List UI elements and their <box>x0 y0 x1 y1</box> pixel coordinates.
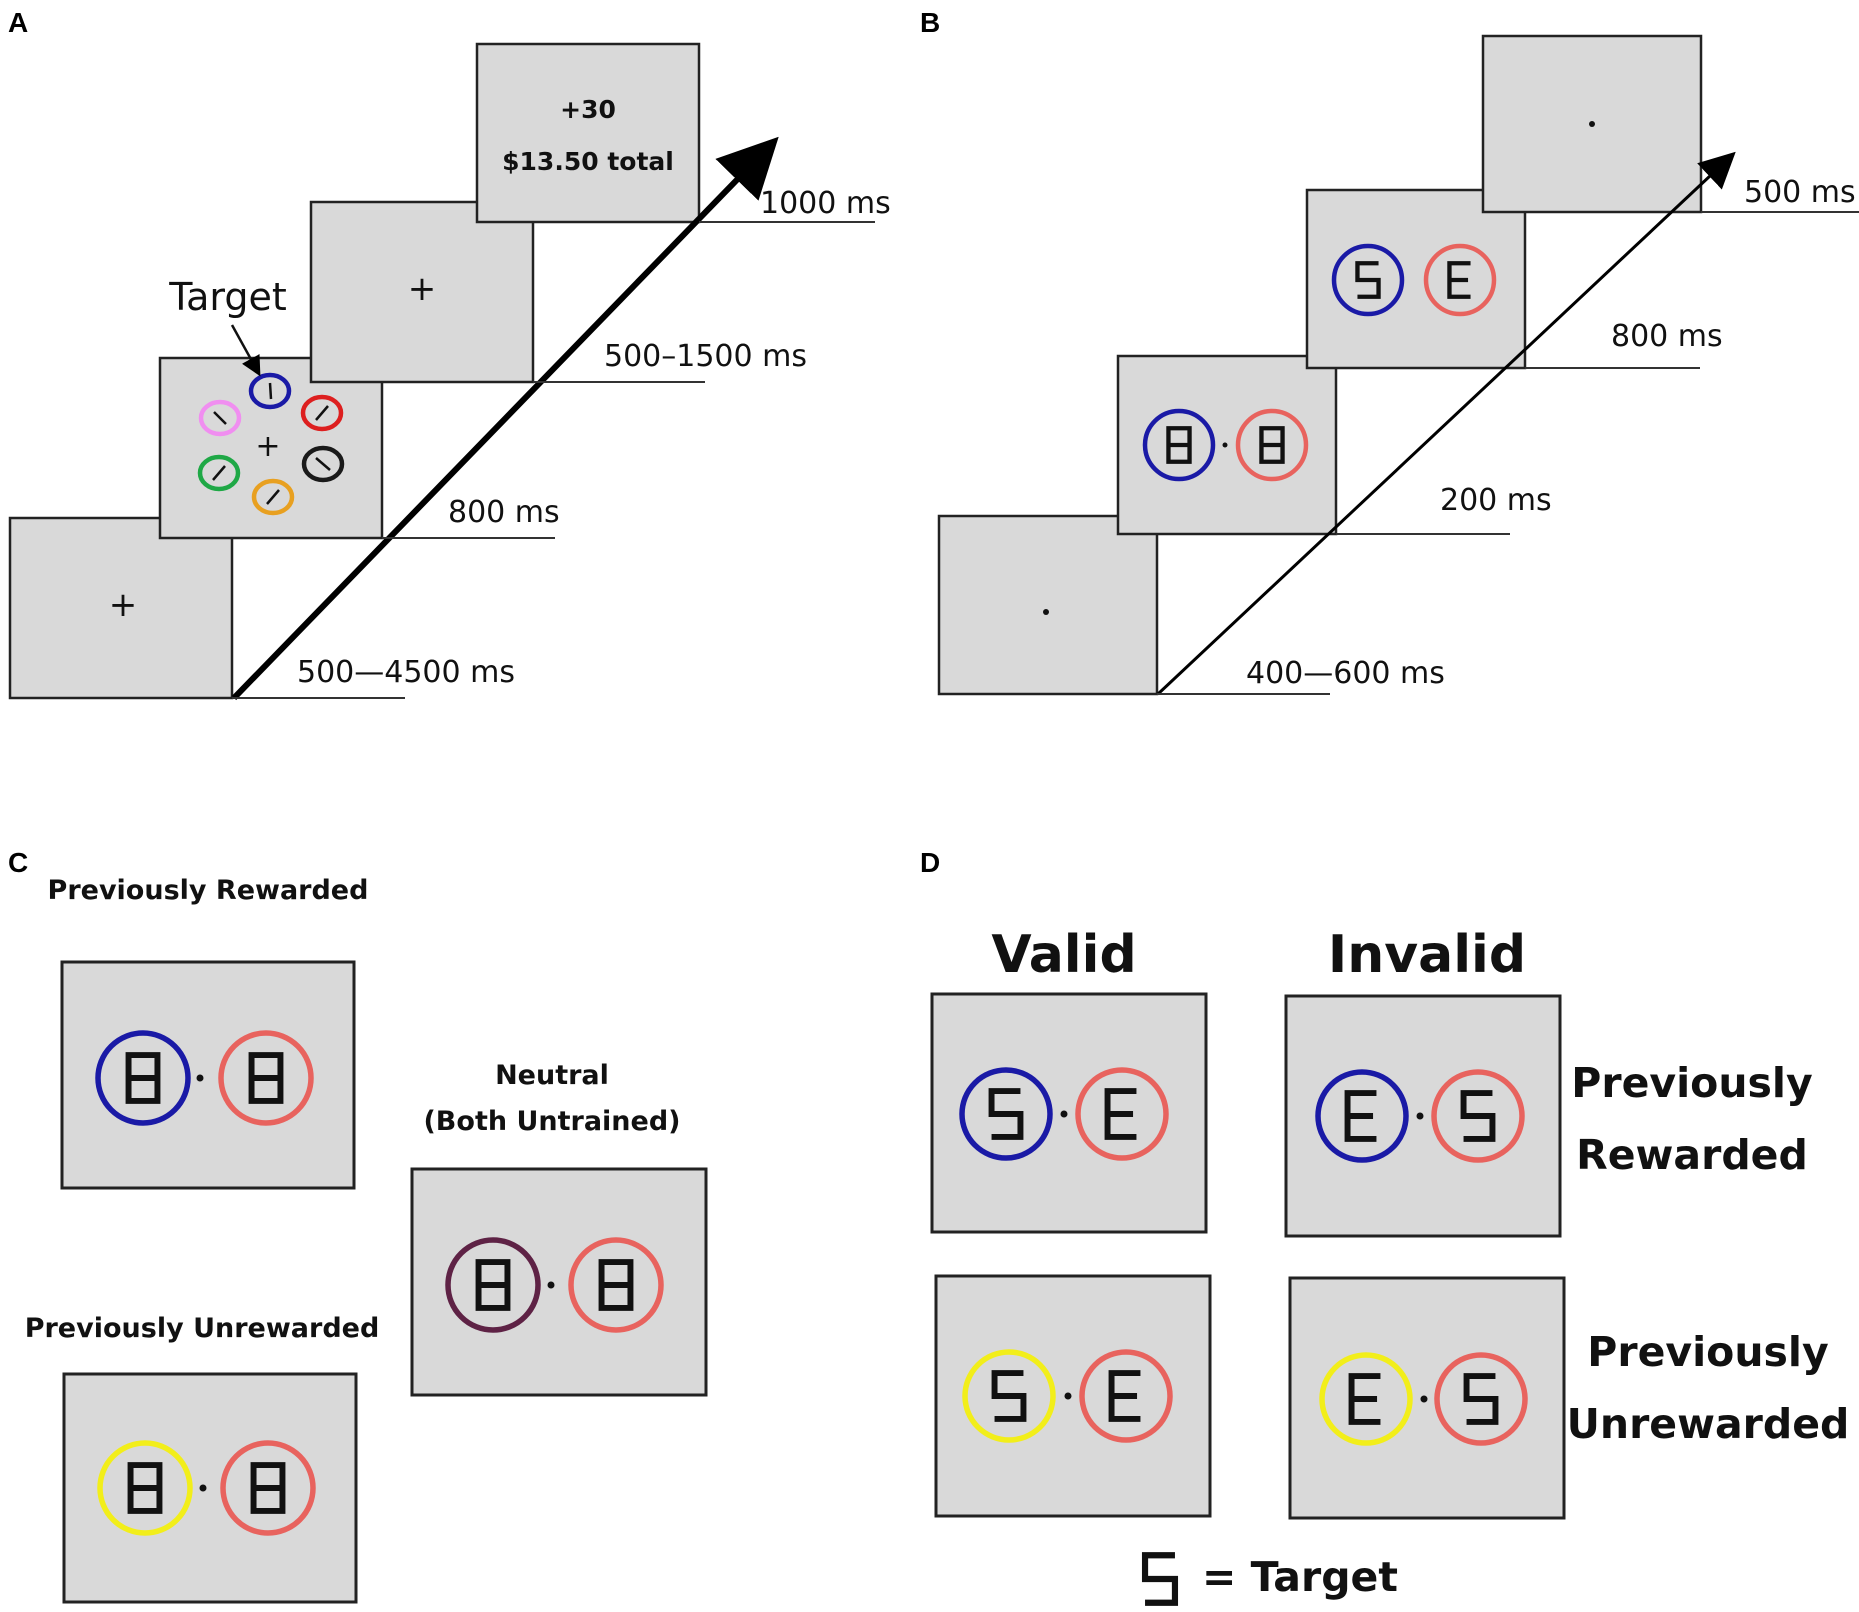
ring-red <box>300 394 344 432</box>
screen-valid-unrewarded <box>934 1274 1212 1518</box>
timing-label: 1000 ms <box>760 186 891 221</box>
condition-label-neutral: Neutral <box>495 1060 609 1091</box>
ring-salmon <box>1423 243 1497 317</box>
panel-c: C Previously Rewarded Neutral (Both Untr… <box>8 847 708 1604</box>
ring-salmon <box>218 1030 314 1126</box>
stimulus-pair <box>962 1349 1173 1443</box>
ring-blue <box>1315 1069 1409 1163</box>
fixation-dot-icon <box>1420 1395 1428 1403</box>
fixation-dot-icon <box>547 1281 555 1289</box>
ring-salmon <box>568 1237 664 1333</box>
panel-b-letter: B <box>920 7 940 38</box>
condition-label-neutral-sub: (Both Untrained) <box>423 1106 680 1137</box>
ring-yellow <box>97 1440 193 1536</box>
ring-yellow <box>1319 1352 1413 1446</box>
feedback-points: +30 <box>560 95 616 124</box>
panel-d: D Valid Invalid <box>920 847 1849 1603</box>
ring-blue <box>1142 408 1216 482</box>
panel-a-letter: A <box>8 7 28 38</box>
stimulus-pair <box>1315 1069 1525 1163</box>
ring-orange <box>251 478 295 516</box>
ring-green <box>197 454 241 492</box>
fixation-cross-icon: + <box>255 429 280 464</box>
row-label-unrewarded: Previously <box>1587 1328 1828 1376</box>
ring-salmon <box>220 1440 316 1536</box>
stimulus-pair <box>959 1067 1169 1161</box>
row-label-rewarded: Previously <box>1571 1059 1812 1107</box>
timing-label: 500 ms <box>1744 175 1856 210</box>
timing-label: 800 ms <box>448 495 560 530</box>
ring-salmon <box>1434 1352 1528 1446</box>
ring-salmon <box>1075 1067 1169 1161</box>
timeline-arrow <box>231 136 779 701</box>
fixation-dot-screen-b1 <box>937 514 1159 696</box>
fixation-dot-icon <box>1222 442 1228 448</box>
screen-neutral <box>410 1167 708 1397</box>
digit-5-icon <box>1145 1555 1175 1603</box>
timing-label: 500–1500 ms <box>604 339 807 374</box>
target-label: Target <box>168 275 287 319</box>
ring-blue <box>1331 243 1405 317</box>
screen-previously-unrewarded <box>62 1372 358 1604</box>
panel-a: A + + Target + +30 $13.50 total <box>8 7 891 701</box>
legend-target: = Target <box>1202 1553 1398 1601</box>
fixation-dot-icon <box>1589 121 1595 127</box>
fixation-screen-a1 <box>8 516 234 700</box>
target-pointer-arrow <box>230 324 261 377</box>
fixation-dot-icon <box>196 1074 204 1082</box>
feedback-screen <box>475 42 701 224</box>
panel-b: B 400—600 ms 200 ms 800 ms 500 ms <box>920 7 1859 696</box>
ring-salmon <box>1431 1069 1525 1163</box>
fixation-dot-icon <box>1043 609 1049 615</box>
fixation-dot-icon <box>1060 1110 1068 1118</box>
stimulus-pair <box>1319 1352 1528 1446</box>
timing-label: 400—600 ms <box>1246 656 1445 691</box>
stimulus-pair <box>1331 243 1497 317</box>
condition-label-unrewarded: Previously Unrewarded <box>25 1313 380 1344</box>
stimulus-pair <box>95 1030 314 1126</box>
target-screen-b3 <box>1305 188 1527 370</box>
feedback-total: $13.50 total <box>502 147 674 176</box>
ring-yellow <box>962 1349 1056 1443</box>
stimulus-pair <box>1142 408 1309 482</box>
ring-maroon <box>445 1237 541 1333</box>
condition-label-rewarded: Previously Rewarded <box>48 875 369 906</box>
column-header-valid: Valid <box>991 925 1136 985</box>
ring-pink <box>198 399 242 437</box>
panel-d-letter: D <box>920 847 940 878</box>
fixation-cross-icon: + <box>109 585 138 625</box>
fixation-dot-icon <box>1064 1392 1072 1400</box>
row-label-unrewarded-2: Unrewarded <box>1567 1400 1850 1448</box>
timing-label: 800 ms <box>1611 319 1723 354</box>
timeline-arrow <box>1156 151 1736 696</box>
timing-label: 200 ms <box>1440 483 1552 518</box>
ring-blue <box>95 1030 191 1126</box>
target-ring-blue <box>248 372 292 410</box>
panel-c-letter: C <box>8 847 28 878</box>
search-items <box>197 372 345 516</box>
ring-salmon <box>1235 408 1309 482</box>
ring-salmon <box>1079 1349 1173 1443</box>
fixation-dot-icon <box>1416 1112 1424 1120</box>
stimulus-pair <box>445 1237 664 1333</box>
ring-blue <box>959 1067 1053 1161</box>
fixation-screen-a3 <box>309 200 535 384</box>
fixation-dot-icon <box>199 1484 207 1492</box>
stimulus-pair <box>97 1440 316 1536</box>
screen-valid-rewarded <box>930 992 1208 1234</box>
row-label-rewarded-2: Rewarded <box>1576 1131 1808 1179</box>
timing-label: 500—4500 ms <box>297 655 515 690</box>
ring-black <box>301 445 345 483</box>
screen-previously-rewarded <box>60 960 356 1190</box>
column-header-invalid: Invalid <box>1328 925 1526 985</box>
fixation-cross-icon: + <box>408 269 437 309</box>
